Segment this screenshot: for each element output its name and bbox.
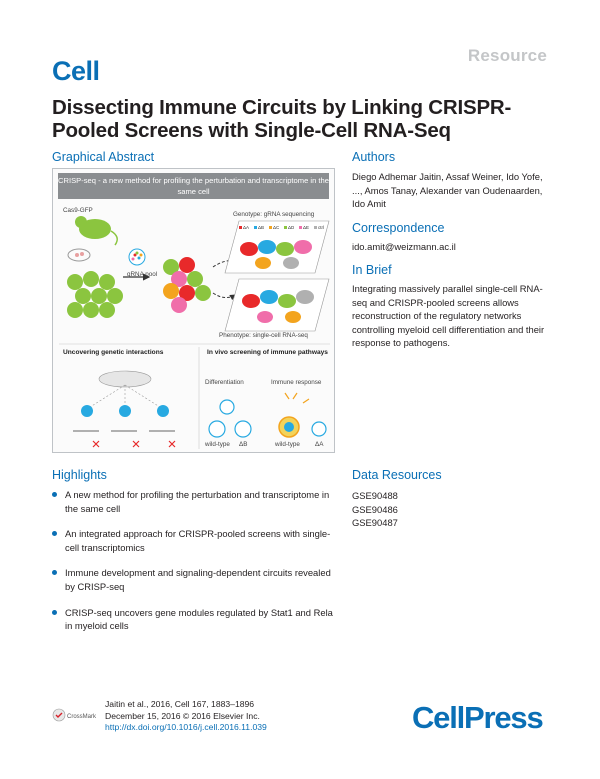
highlights-heading: Highlights xyxy=(52,468,107,482)
legend-swatch xyxy=(254,226,257,229)
uncovering-label: Uncovering genetic interactions xyxy=(63,349,164,356)
culture-dish-icon xyxy=(67,248,91,262)
graphical-abstract-figure: CRISP-seq - a new method for profiling t… xyxy=(52,168,335,453)
data-accession-link[interactable]: GSE90487 xyxy=(352,517,398,529)
crossmark-icon[interactable]: CrossMark xyxy=(52,708,97,722)
correspondence-heading: Correspondence xyxy=(352,221,445,235)
journal-logo: Cell xyxy=(52,56,100,86)
delta-b-label: ΔB xyxy=(239,441,248,448)
grna-pool-label: gRNA pool xyxy=(127,271,158,278)
graphical-abstract-banner: CRISP-seq - a new method for profiling t… xyxy=(58,173,329,199)
authors-list: Diego Adhemar Jaitin, Assaf Weiner, Ido … xyxy=(352,171,543,210)
wild-type-label: wild-type xyxy=(275,441,300,448)
bullet-icon xyxy=(52,609,57,615)
cas9-label: Cas9-GFP xyxy=(63,207,93,214)
in-brief-text: Integrating massively parallel single-ce… xyxy=(352,283,545,349)
legend-swatch xyxy=(314,226,317,229)
legend-label: ΔC xyxy=(273,225,280,230)
differentiation-cells xyxy=(208,399,252,438)
immune-response-cells xyxy=(278,392,327,438)
flow-arrow xyxy=(212,292,236,301)
legend-swatch xyxy=(239,226,242,229)
legend-label: ΔA xyxy=(243,225,249,230)
invivo-label: In vivo screening of immune pathways xyxy=(207,349,328,356)
publication-date: December 15, 2016 © 2016 Elsevier Inc. xyxy=(105,710,260,721)
authors-heading: Authors xyxy=(352,150,396,164)
highlights-list: A new method for profiling the perturbat… xyxy=(52,488,342,645)
legend-swatch xyxy=(269,226,272,229)
legend-swatch xyxy=(299,226,302,229)
differentiation-label: Differentiation xyxy=(205,379,244,386)
legend-label: ΔB xyxy=(258,225,264,230)
highlight-item: A new method for profiling the perturbat… xyxy=(52,488,342,515)
cellpress-logo: CellPress xyxy=(412,700,544,735)
highlight-item: An integrated approach for CRISPR-pooled… xyxy=(52,527,342,554)
graphical-abstract-illustration: ΔA ΔB ΔC ΔD ΔE ctrl xyxy=(59,216,330,449)
immune-response-label: Immune response xyxy=(271,379,322,386)
highlight-item: CRISP-seq uncovers gene modules regulate… xyxy=(52,606,342,633)
doi-link[interactable]: http://dx.doi.org/10.1016/j.cell.2016.11… xyxy=(105,722,267,733)
grna-pool-icon xyxy=(128,248,146,266)
highlight-text: CRISP-seq uncovers gene modules regulate… xyxy=(65,606,333,632)
correspondence-email[interactable]: ido.amit@weizmann.ac.il xyxy=(352,241,456,252)
legend-label: ctrl xyxy=(318,225,324,230)
delta-a-label: ΔA xyxy=(315,441,324,448)
wild-type-label: wild-type xyxy=(205,441,230,448)
genotype-legend: ΔA ΔB ΔC ΔD ΔE ctrl xyxy=(239,225,324,230)
data-resources-heading: Data Resources xyxy=(352,468,442,482)
highlight-text: Immune development and signaling-depende… xyxy=(65,567,331,592)
transduced-cell-population xyxy=(163,257,211,313)
crossmark-label: CrossMark xyxy=(67,714,96,720)
in-brief-heading: In Brief xyxy=(352,263,392,277)
legend-label: ΔD xyxy=(288,225,295,230)
phenotype-label: Phenotype: single-cell RNA-seq xyxy=(219,332,308,339)
phenotype-panel xyxy=(224,278,330,332)
legend-swatch xyxy=(284,226,287,229)
citation-block: Jaitin et al., 2016, Cell 167, 1883–1896… xyxy=(105,699,267,734)
genotype-label: Genotype: gRNA sequencing xyxy=(233,211,315,218)
genetic-network-diagram xyxy=(73,370,176,448)
bullet-icon xyxy=(52,570,57,576)
graphical-abstract-heading: Graphical Abstract xyxy=(52,150,155,164)
cas9-cell-population xyxy=(67,271,123,318)
bullet-icon xyxy=(52,492,57,497)
mouse-icon xyxy=(75,216,118,246)
legend-label: ΔE xyxy=(303,225,309,230)
highlight-item: Immune development and signaling-depende… xyxy=(52,566,342,593)
data-accession-link[interactable]: GSE90488 xyxy=(352,490,398,501)
data-accession-link[interactable]: GSE90486 xyxy=(352,503,398,515)
data-resources-list: GSE90488 GSE90486 GSE90487 xyxy=(352,489,398,530)
article-title: Dissecting Immune Circuits by Linking CR… xyxy=(52,96,512,142)
genotype-clusters xyxy=(240,240,312,269)
highlight-text: A new method for profiling the perturbat… xyxy=(65,489,330,514)
highlight-text: An integrated approach for CRISPR-pooled… xyxy=(65,528,331,553)
resource-label: Resource xyxy=(467,46,547,65)
citation: Jaitin et al., 2016, Cell 167, 1883–1896 xyxy=(105,699,255,709)
bullet-icon xyxy=(52,531,57,537)
